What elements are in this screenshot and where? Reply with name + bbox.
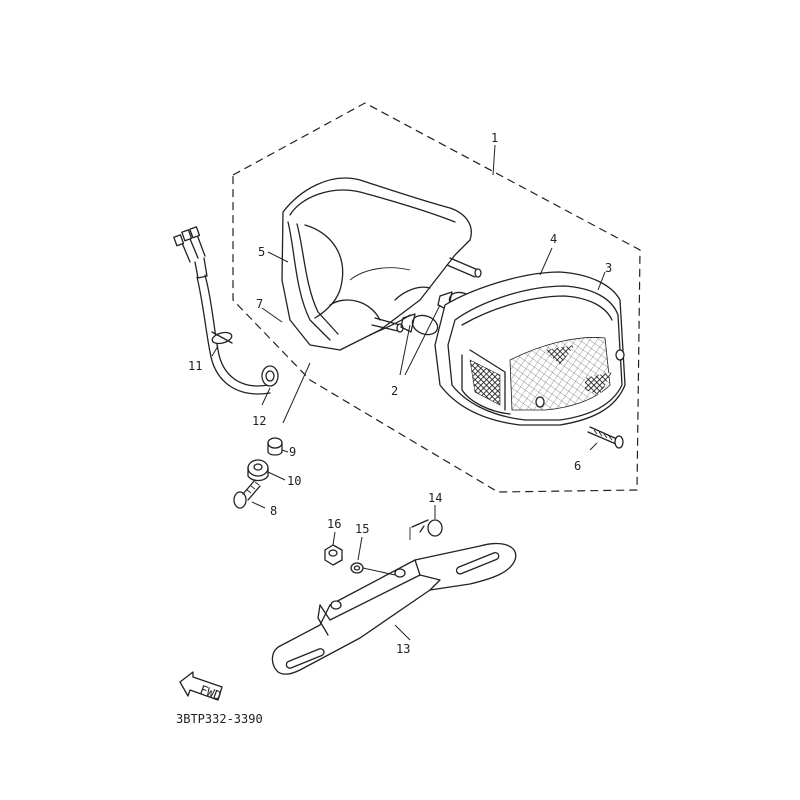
assembly-boundary [232,102,641,493]
callout-2: 2 [391,384,398,398]
callout-11: 11 [188,359,202,373]
callout-3: 3 [605,261,612,275]
part-code: 3BTP332-3390 [176,712,263,726]
lens-screw [587,426,624,449]
callout-5: 5 [258,245,265,259]
callout-16: 16 [327,517,341,531]
leader-lines [211,144,606,641]
callout-7: 7 [256,297,263,311]
callout-12: 12 [252,414,266,428]
callout-6: 6 [574,459,581,473]
callout-1: 1 [491,131,498,145]
fwd-label: FWD [198,682,223,703]
callout-8: 8 [270,504,277,518]
callout-13: 13 [396,642,410,656]
tail-lamp-lens [447,285,625,421]
wire-harness [173,226,271,395]
nut [324,544,343,566]
forward-direction-arrow-icon: FWD [179,671,223,703]
license-bracket [271,542,517,675]
bracket-bolt [409,519,443,540]
callout-15: 15 [355,522,369,536]
callout-14: 14 [428,491,442,505]
lamp-base-housing [281,177,482,351]
bolt [233,479,261,509]
washer [350,562,396,576]
callout-4: 4 [550,232,557,246]
grommet [261,365,279,387]
collar [267,437,283,456]
callout-9: 9 [289,445,296,459]
callout-10: 10 [287,474,301,488]
damper [247,459,269,482]
